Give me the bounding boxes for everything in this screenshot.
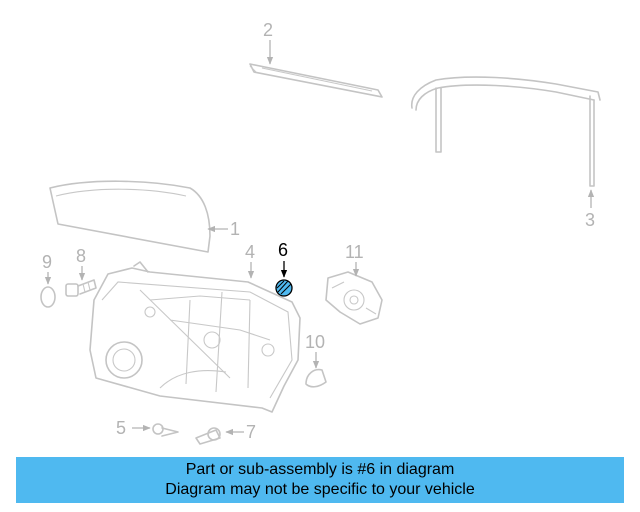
part-7-push-pin	[195, 427, 221, 445]
part-6-plug	[275, 279, 293, 297]
banner-line-2: Diagram may not be specific to your vehi…	[165, 481, 475, 498]
part-8-bolt	[65, 279, 97, 297]
part-10-clip	[305, 368, 327, 388]
callout-8: 8	[76, 246, 86, 266]
callout-6: 6	[278, 240, 288, 260]
callout-1: 1	[230, 219, 240, 239]
callout-11: 11	[345, 242, 364, 262]
callout-5: 5	[116, 418, 126, 438]
callout-4: 4	[245, 242, 255, 262]
part-1-door-glass	[49, 180, 211, 253]
part-4-window-regulator	[89, 261, 301, 413]
callout-3: 3	[585, 210, 595, 230]
part-11-window-motor	[325, 271, 383, 325]
info-banner: Part or sub-assembly is #6 in diagram Di…	[16, 457, 624, 503]
callout-2: 2	[263, 20, 273, 40]
part-2-channel-strip	[249, 63, 383, 98]
callout-7: 7	[246, 422, 256, 442]
part-3-door-frame-seal	[411, 76, 601, 187]
part-9-grommet	[40, 286, 56, 308]
callout-9: 9	[42, 252, 52, 272]
banner-line-1: Part or sub-assembly is #6 in diagram	[185, 461, 455, 478]
callout-10: 10	[305, 332, 325, 352]
part-5-screw	[152, 423, 179, 437]
